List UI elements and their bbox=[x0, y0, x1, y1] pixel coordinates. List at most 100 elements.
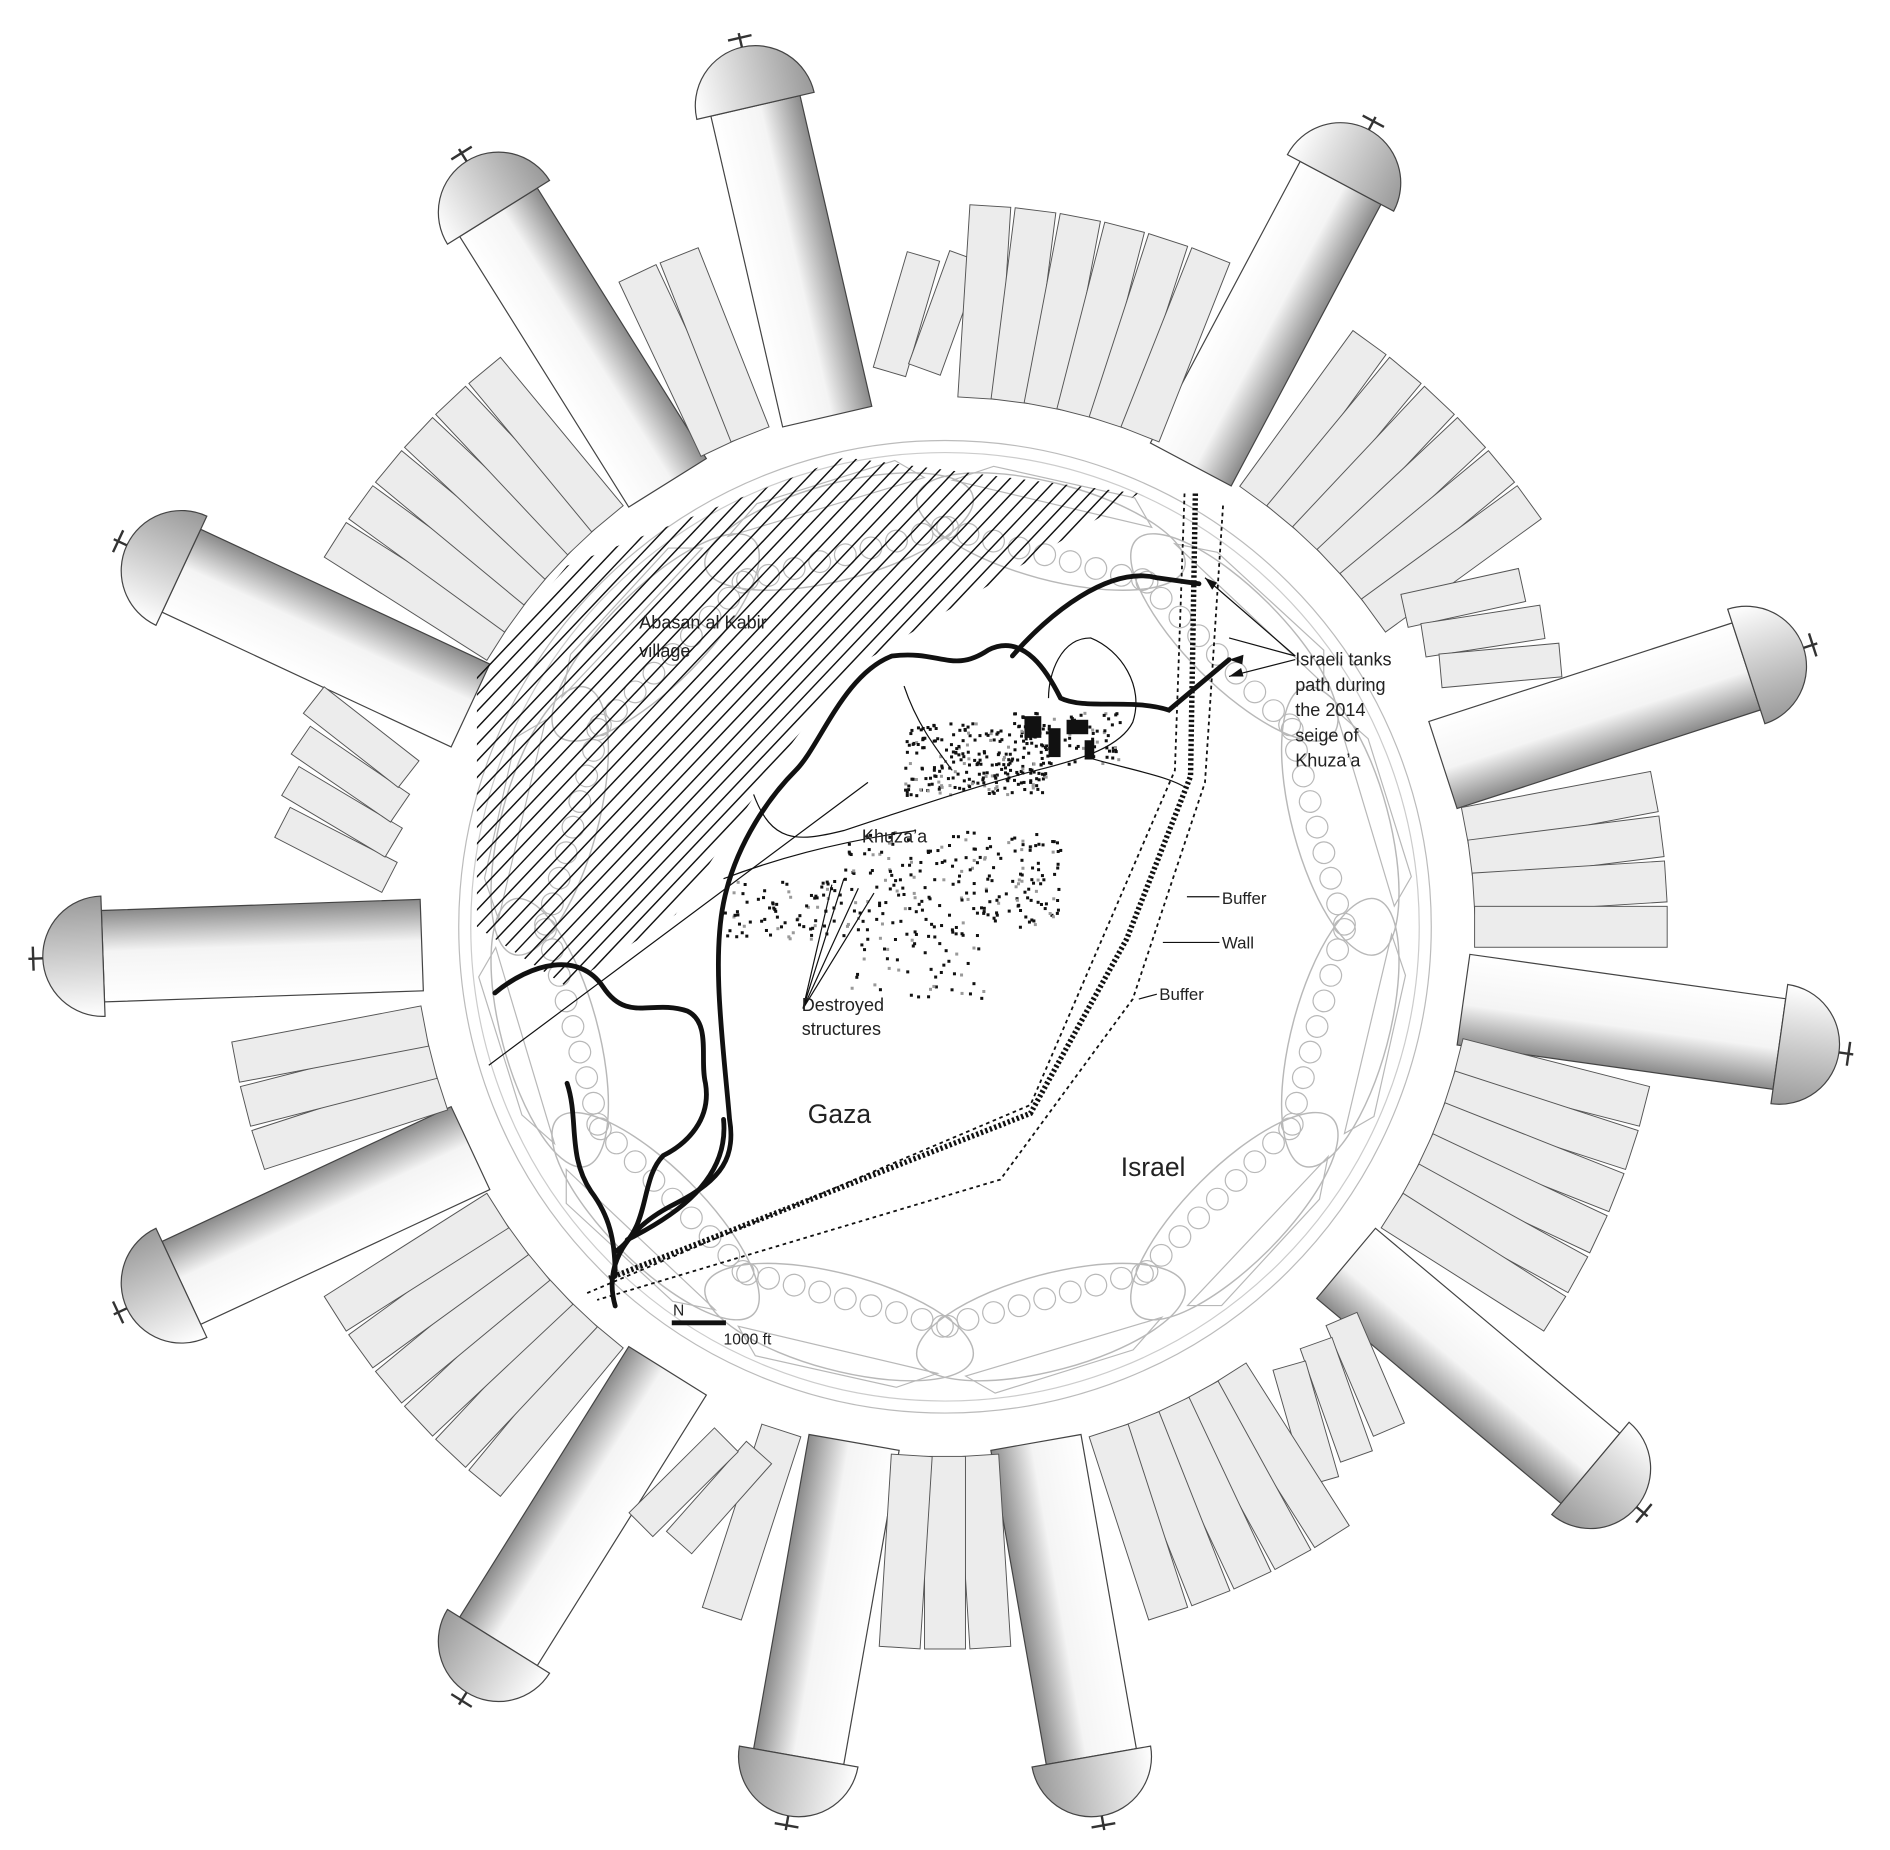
structure-dot bbox=[951, 776, 955, 780]
structure-dot bbox=[825, 880, 829, 884]
tank-path-branch bbox=[624, 1116, 727, 1243]
structure-dot bbox=[1007, 841, 1011, 845]
structure-dot bbox=[987, 836, 991, 840]
hatch-line bbox=[476, 457, 940, 987]
tank-wheel bbox=[859, 536, 883, 560]
structure-dot bbox=[932, 739, 936, 743]
tank-hull bbox=[915, 1262, 1186, 1382]
structure-dot bbox=[965, 770, 969, 774]
structure-dot bbox=[1021, 755, 1025, 759]
structure-dot bbox=[1021, 715, 1025, 719]
structure-dot bbox=[974, 722, 978, 726]
structure-dot bbox=[942, 878, 946, 882]
structure-dot bbox=[856, 928, 860, 932]
tank-wheel bbox=[575, 764, 599, 788]
structure-dot bbox=[1037, 771, 1041, 775]
structure-dot bbox=[907, 743, 911, 747]
structure-dot bbox=[978, 758, 982, 762]
tank-wheel bbox=[833, 1287, 857, 1311]
structure-dot bbox=[1056, 899, 1060, 903]
structure-dot bbox=[938, 769, 942, 773]
structure-dot bbox=[733, 913, 737, 917]
structure-dot bbox=[913, 896, 917, 900]
structure-dot bbox=[916, 726, 920, 730]
structure-dot bbox=[764, 928, 768, 932]
panel-cross bbox=[1325, 1311, 1406, 1437]
structure-dot bbox=[810, 933, 814, 937]
structure-dot bbox=[1028, 848, 1032, 852]
north-label: N bbox=[673, 1303, 684, 1320]
panel bbox=[701, 1423, 802, 1621]
tank-turret bbox=[561, 547, 704, 699]
tank-drawing bbox=[1278, 685, 1412, 956]
structure-dot bbox=[961, 921, 965, 925]
structure-dot bbox=[1042, 761, 1046, 765]
structure-dot bbox=[975, 861, 979, 865]
structure-dot bbox=[926, 849, 930, 853]
structure-dot bbox=[985, 771, 989, 775]
structure-dot bbox=[1040, 743, 1044, 747]
structure-dot bbox=[940, 764, 944, 768]
tank-path-main bbox=[609, 643, 1232, 1309]
tower-dome bbox=[1726, 605, 1808, 725]
structure-dot bbox=[815, 896, 819, 900]
structure-dot bbox=[1023, 788, 1027, 792]
panel-cross bbox=[665, 1440, 773, 1555]
structure-dot bbox=[773, 908, 777, 912]
structure-dot bbox=[913, 942, 917, 946]
structure-dot bbox=[972, 946, 976, 950]
structure-dot bbox=[977, 752, 981, 756]
structure-dot bbox=[938, 785, 942, 789]
structure-dot bbox=[1049, 762, 1053, 766]
structure-dot bbox=[1074, 746, 1079, 750]
structure-dot bbox=[1019, 769, 1023, 773]
tank-hull bbox=[704, 1262, 975, 1382]
structure-dot bbox=[878, 852, 882, 856]
tank-drawing bbox=[704, 459, 975, 594]
structure-dot bbox=[904, 831, 908, 835]
structure-dot bbox=[980, 906, 984, 910]
structure-dot bbox=[915, 794, 919, 798]
structure-dot bbox=[787, 935, 791, 939]
structure-dot bbox=[984, 889, 988, 893]
structure-dot bbox=[1091, 728, 1095, 732]
structure-dot bbox=[984, 732, 988, 736]
structure-dot bbox=[975, 934, 979, 938]
structure-dot bbox=[775, 902, 779, 906]
structure-dot bbox=[1019, 908, 1023, 913]
structure-dot bbox=[916, 743, 920, 747]
structure-dot bbox=[1027, 751, 1031, 755]
structure-dot bbox=[923, 886, 927, 890]
structure-dot bbox=[914, 932, 918, 936]
structure-dot bbox=[964, 838, 968, 842]
arrowheads bbox=[1204, 577, 1244, 677]
structure-dot bbox=[919, 728, 923, 732]
structure-dot bbox=[1036, 861, 1040, 865]
structure-dot bbox=[867, 909, 871, 913]
antenna-icon bbox=[28, 946, 43, 971]
solar-panel bbox=[281, 765, 403, 858]
structure-dot bbox=[728, 929, 732, 933]
structure-dot bbox=[984, 774, 988, 778]
structure-dot bbox=[850, 887, 854, 891]
tower-dome bbox=[694, 45, 815, 121]
silo-tower bbox=[1315, 1227, 1653, 1530]
structure-dot bbox=[972, 907, 976, 911]
tank-wheel bbox=[1033, 543, 1057, 567]
structure-dot bbox=[938, 904, 942, 908]
structure-dot bbox=[846, 922, 850, 926]
tank-wheel bbox=[1298, 790, 1322, 813]
structure-dot bbox=[955, 747, 959, 751]
structure-dot bbox=[873, 983, 877, 987]
structure-dot bbox=[937, 780, 941, 784]
hatch-line bbox=[476, 457, 924, 987]
structure-dot bbox=[982, 911, 986, 915]
structure-dot bbox=[938, 942, 942, 946]
antenna-icon bbox=[1362, 114, 1385, 131]
structure-dot bbox=[1025, 742, 1029, 746]
panel-cross bbox=[1299, 1336, 1373, 1463]
structure-dot bbox=[953, 770, 957, 774]
destroyed-label-2: structures bbox=[802, 1019, 881, 1039]
tank-wheel bbox=[568, 1040, 592, 1064]
antenna-icon bbox=[1091, 1815, 1116, 1831]
